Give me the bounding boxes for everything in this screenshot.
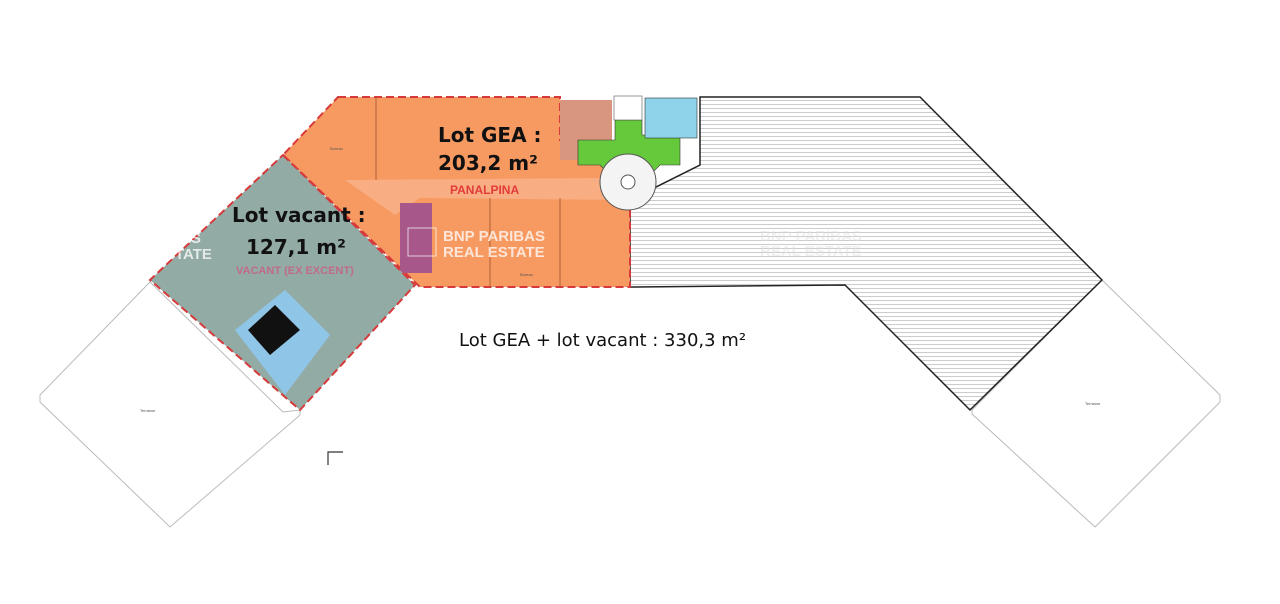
hatched-area: [629, 96, 1104, 412]
room-label: Bureau: [330, 146, 343, 151]
lot-vacant-area: [148, 153, 417, 412]
svg-text:STATE: STATE: [165, 246, 212, 263]
lot-gea-title: Lot GEA :: [438, 123, 542, 147]
total-area-label: Lot GEA + lot vacant : 330,3 m²: [459, 330, 746, 351]
room-label: Bureau: [520, 272, 533, 277]
lot-gea-area-label: 203,2 m²: [438, 151, 538, 175]
svg-text:REAL ESTATE: REAL ESTATE: [760, 243, 862, 260]
lot-vacant-area-label: 127,1 m²: [246, 235, 346, 259]
stair: [248, 305, 300, 355]
tenant-label: PANALPINA: [450, 183, 519, 197]
terrace-label-right: Terrasse: [1085, 401, 1101, 406]
svg-text:BNP PARIBAS: BNP PARIBAS: [760, 228, 862, 245]
terrace-label-left: Terrasse: [140, 408, 156, 413]
watermark-logo-right: BNP PARIBAS REAL ESTATE: [760, 228, 862, 260]
watermark-logo-left: IBAS STATE: [165, 230, 212, 263]
svg-text:IBAS: IBAS: [165, 230, 201, 247]
purple-room: [400, 203, 432, 273]
left-terrace: [39, 281, 301, 528]
lot-vacant-title: Lot vacant :: [232, 203, 366, 227]
vacant-label: VACANT (EX EXCENT): [236, 265, 354, 277]
svg-text:BNP PARIBAS: BNP PARIBAS: [443, 228, 545, 245]
sanitary-blue: [644, 97, 698, 139]
watermark-logo-center: BNP PARIBAS REAL ESTATE: [407, 227, 545, 261]
svg-text:REAL ESTATE: REAL ESTATE: [443, 244, 545, 261]
corridor: [345, 178, 625, 215]
